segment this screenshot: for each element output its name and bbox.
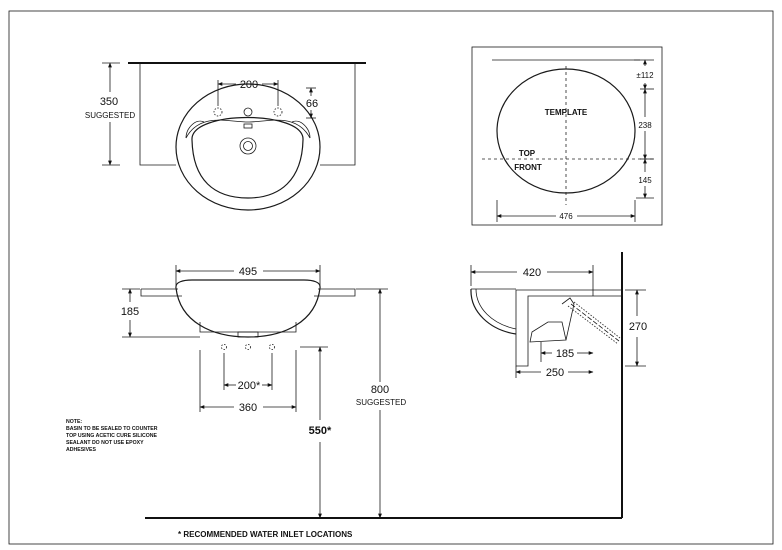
front-inlet-center [244, 343, 252, 351]
top-offset-dim: 66 [306, 98, 318, 110]
note-line: SEALANT DO NOT USE EPOXY [66, 440, 144, 446]
sheet-border [8, 10, 774, 545]
side-basin-profile [470, 288, 517, 335]
basin-bowl [191, 116, 304, 199]
front-depth-dim: 185 [121, 306, 139, 318]
waste-outlet [239, 137, 257, 155]
template-top-label: TOP [519, 149, 536, 158]
template-frame [471, 46, 663, 226]
top-view: 200 66 350 SUGGESTED [85, 62, 366, 211]
basin-rim [175, 83, 321, 211]
side-height-dim: 270 [629, 321, 647, 333]
installation-note: NOTE: BASIN TO BE SEALED TO COUNTER TOP … [66, 419, 158, 453]
top-width-dim: 200 [240, 79, 258, 91]
side-outer-dim: 250 [546, 367, 564, 379]
template-label: TEMPLATE [545, 108, 588, 117]
overflow-slot [243, 123, 253, 129]
template-front-label: FRONT [514, 163, 542, 172]
template-dim-width: 476 [559, 212, 573, 221]
note-line: TOP USING ACETIC CURE SILICONE [66, 433, 158, 439]
template-view: TEMPLATE TOP FRONT ±112 238 145 476 [471, 46, 663, 226]
front-inlet-right [268, 343, 276, 351]
side-waste-trap [529, 321, 567, 343]
front-tap-spacing-dim: 200* [238, 380, 261, 392]
template-dim-bottom: 145 [638, 176, 652, 185]
top-height-note: SUGGESTED [85, 111, 135, 120]
tap-hole-center [243, 107, 253, 117]
template-dim-top: ±112 [636, 71, 654, 80]
tap-hole-right [273, 107, 283, 117]
front-inlet-spacing-dim: 360 [239, 402, 257, 414]
top-height-dim: 350 [100, 96, 118, 108]
note-title: NOTE: [66, 419, 82, 425]
front-view: 495 185 200* 360 550* 800 SUGGESTED [121, 265, 622, 519]
front-counter-height-dim: 800 [371, 384, 389, 396]
side-view: 420 270 185 250 [470, 252, 647, 518]
note-line: ADHESIVES [66, 447, 97, 453]
tap-hole-left [213, 107, 223, 117]
side-inner-dim: 185 [556, 348, 574, 360]
front-inlet-height-dim: 550* [309, 425, 332, 437]
front-waste [237, 331, 259, 338]
front-counter-height-note: SUGGESTED [356, 398, 406, 407]
side-width-dim: 420 [523, 267, 541, 279]
front-width-dim: 495 [239, 266, 257, 278]
template-dim-mid: 238 [638, 121, 652, 130]
note-line: BASIN TO BE SEALED TO COUNTER [66, 426, 158, 432]
footnote: * RECOMMENDED WATER INLET LOCATIONS [178, 530, 353, 539]
basin-profile [175, 287, 321, 338]
front-inlet-left [220, 343, 228, 351]
